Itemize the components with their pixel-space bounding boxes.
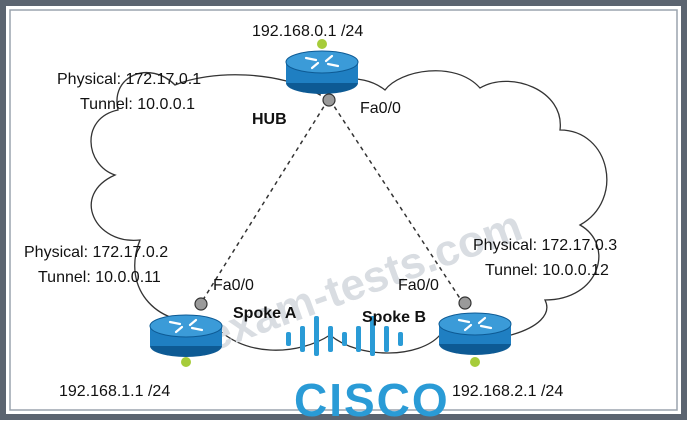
- tunnel-link-spoke-b: [329, 99, 464, 304]
- hub-physical-label: Physical: 172.17.0.1: [57, 71, 201, 88]
- spoke-a-tunnel-label: Tunnel: 10.0.0.11: [38, 269, 161, 286]
- spoke-a-interface-dot: [194, 297, 208, 311]
- network-cloud: [90, 70, 608, 354]
- hub-interface-dot: [322, 93, 336, 107]
- cisco-logo-text: CISCO: [294, 374, 450, 420]
- spoke-b-name-label: Spoke B: [362, 309, 426, 326]
- hub-interface-label: Fa0/0: [360, 100, 401, 117]
- spoke-b-interface-dot: [458, 296, 472, 310]
- spoke-a-name-label: Spoke A: [233, 305, 297, 322]
- spoke-b-physical-label: Physical: 172.17.0.3: [473, 237, 617, 254]
- spoke-a-physical-label: Physical: 172.17.0.2: [24, 244, 168, 261]
- hub-name-label: HUB: [252, 111, 287, 128]
- spoke-b-router-icon: [438, 312, 512, 367]
- spoke-b-tunnel-label: Tunnel: 10.0.0.12: [485, 262, 609, 279]
- frame-inner-border: [9, 9, 678, 411]
- spoke-a-lan-label: 192.168.1.1 /24: [59, 383, 170, 400]
- spoke-b-lan-label: 192.168.2.1 /24: [452, 383, 563, 400]
- tunnel-link-spoke-a: [200, 99, 329, 304]
- spoke-a-interface-label: Fa0/0: [213, 277, 254, 294]
- cisco-logo: CISCO: [286, 316, 450, 425]
- spoke-b-interface-label: Fa0/0: [398, 277, 439, 294]
- hub-lan-label: 192.168.0.1 /24: [252, 23, 363, 40]
- hub-tunnel-label: Tunnel: 10.0.0.1: [80, 96, 195, 113]
- hub-router-icon: [285, 39, 359, 94]
- spoke-a-router-icon: [149, 314, 223, 367]
